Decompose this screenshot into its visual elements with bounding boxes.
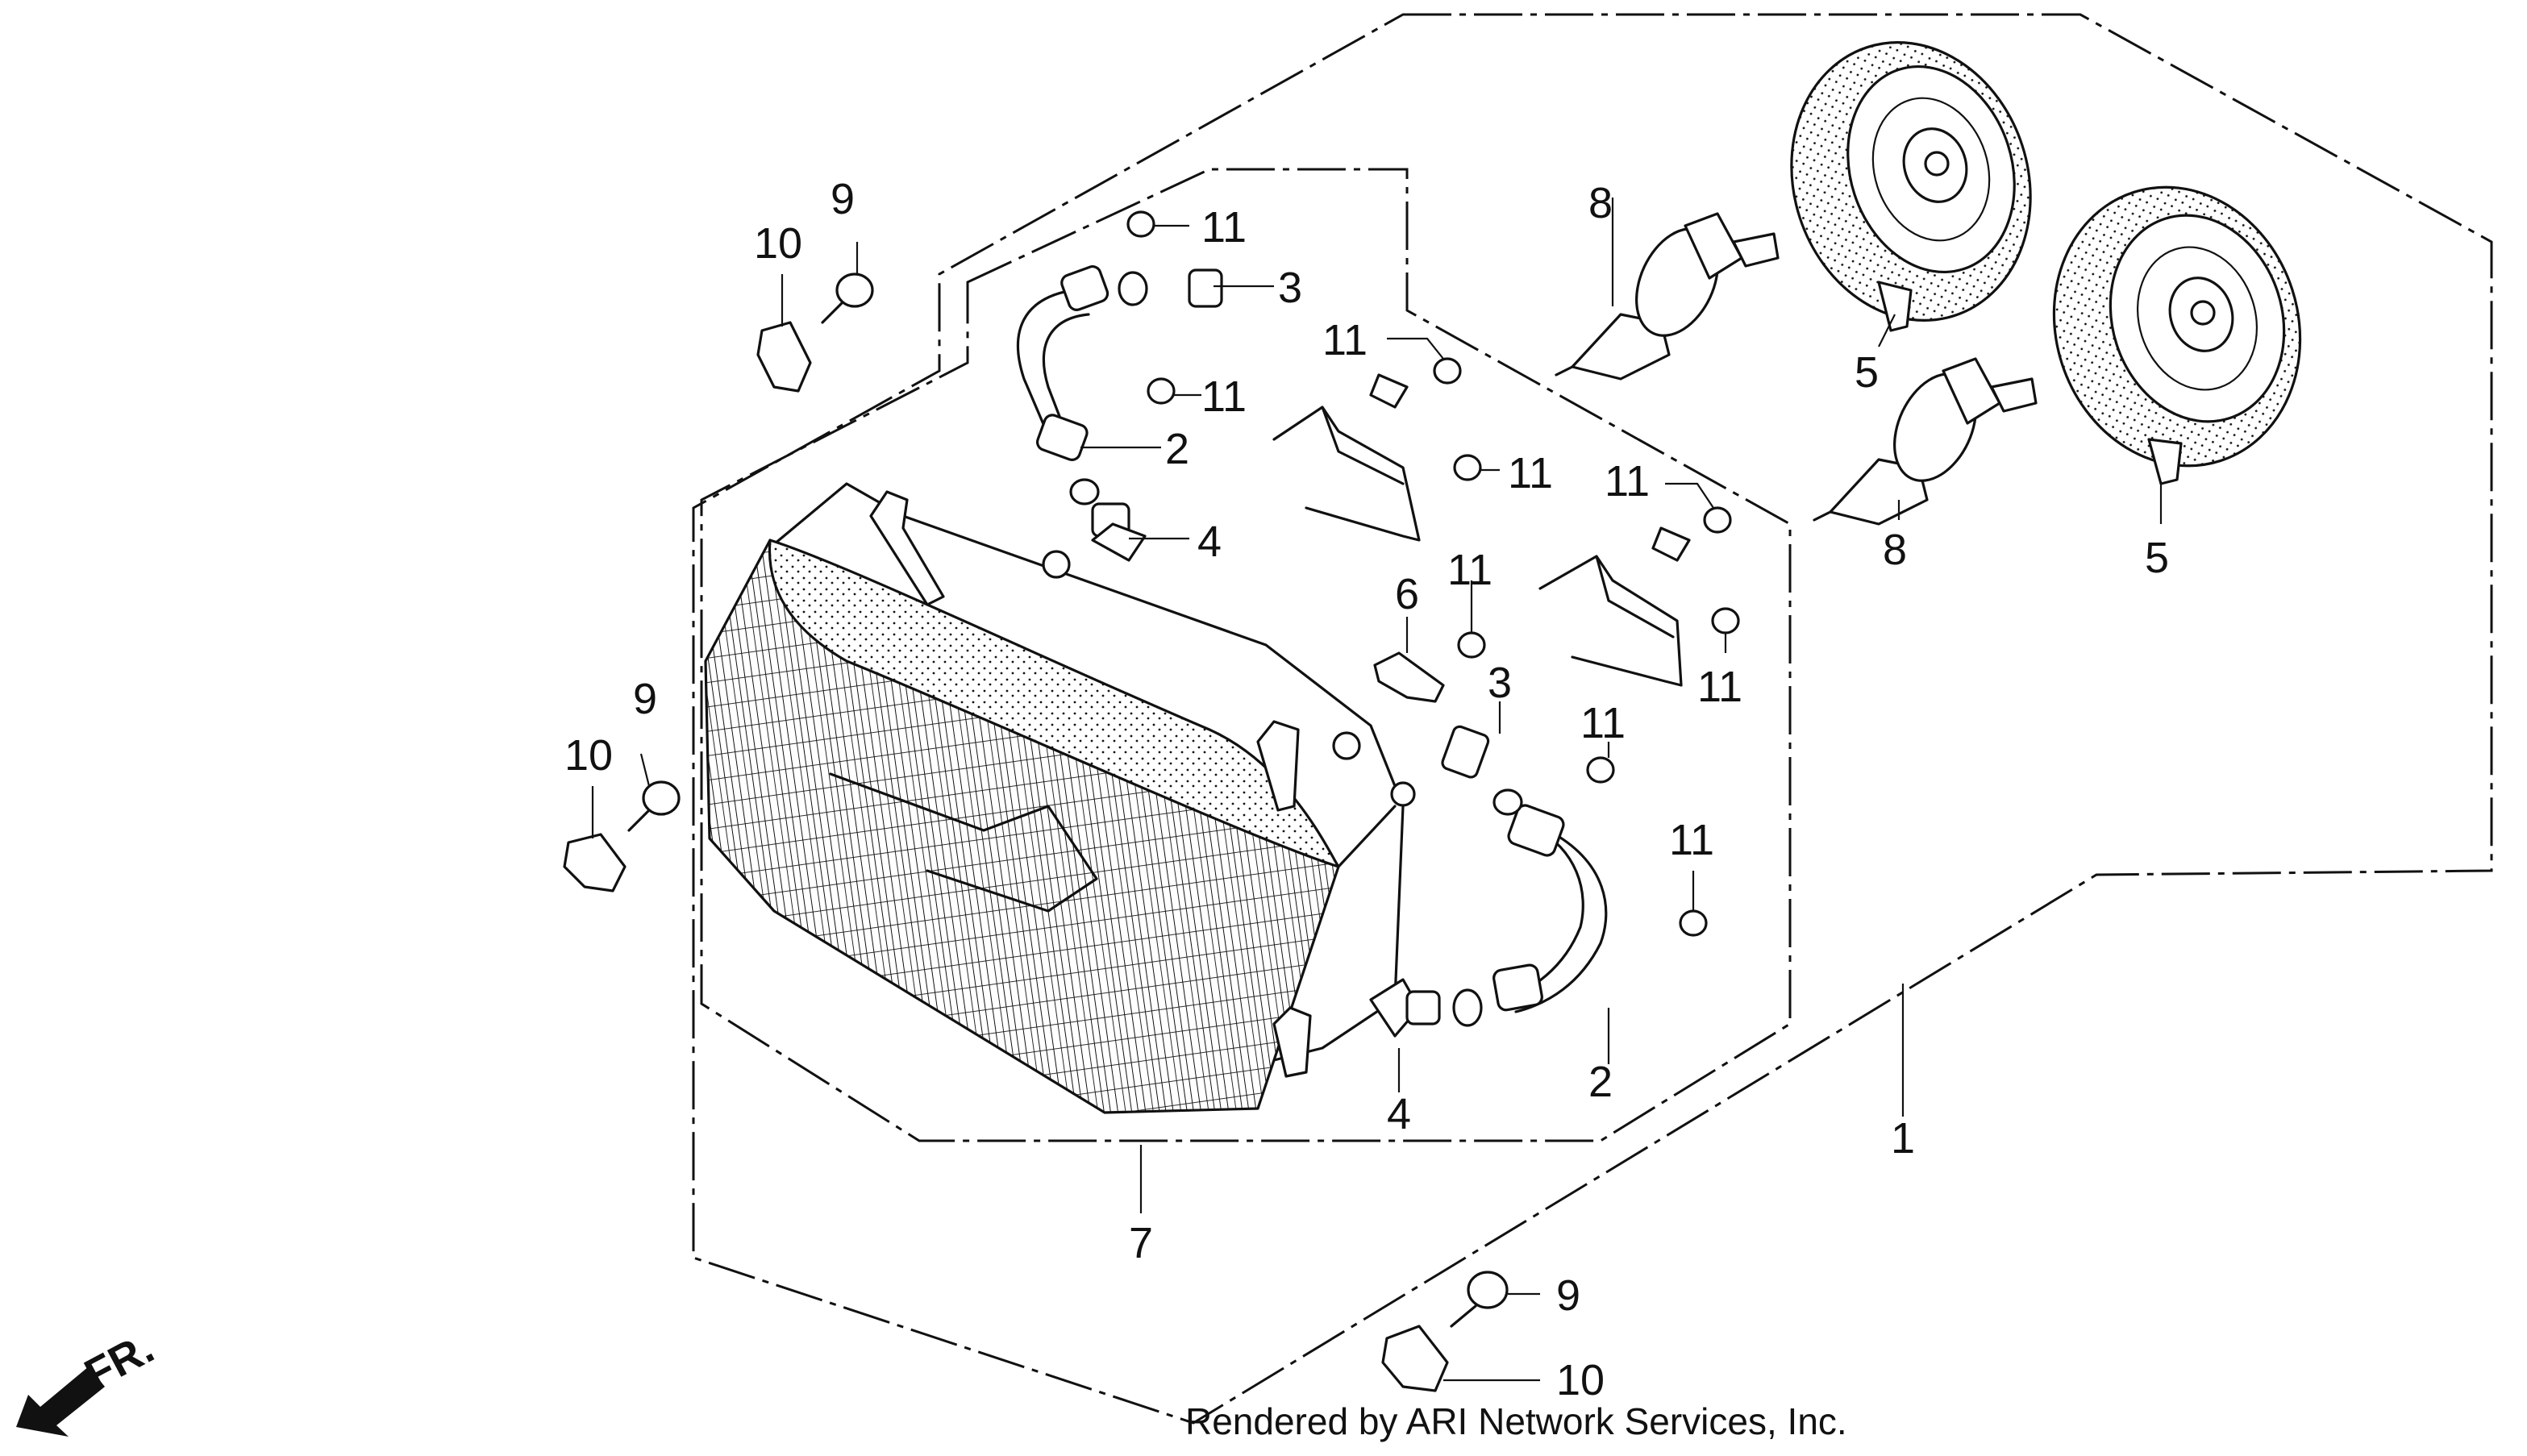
adjuster-nut-upper [1069,478,1147,562]
callout-5-lower: 5 [2145,534,2169,582]
screws-11 [1126,210,1740,937]
callout-4-upper: 4 [1197,518,1222,566]
callout-11-c: 11 [1322,316,1368,364]
bulb-lower [1813,357,2038,526]
callout-10-b: 10 [564,731,613,780]
callout-2-upper: 2 [1165,425,1189,473]
assembly-7-boundary [700,168,1792,1142]
callout-9-c: 9 [1556,1271,1580,1320]
callout-7: 7 [1129,1219,1153,1267]
callout-11-e: 11 [1447,546,1492,594]
callout-3-lower: 3 [1488,659,1512,707]
bulb-upper [1555,212,1780,381]
bolt-9-b [627,780,681,832]
bracket-6 [1373,651,1445,703]
callout-9-b: 9 [633,675,657,723]
front-direction-arrow: FR. [16,1324,161,1437]
callout-3-upper: 3 [1278,264,1302,312]
clip-10-c [1381,1325,1449,1392]
reflector-cap-lower [2052,185,2302,485]
callout-10-a: 10 [754,219,802,268]
callout-11-f: 11 [1605,457,1650,505]
bolt-9-c [1450,1271,1509,1328]
retainer-spring-lower [1538,555,1683,687]
clip-10-b [563,833,627,892]
footer-credit: Rendered by ARI Network Services, Inc. [1185,1400,1847,1442]
callout-11-d: 11 [1508,449,1553,497]
adjuster-nut-lower [1369,978,1483,1038]
reflector-cap-upper [1790,41,2032,332]
socket-harness-upper [1016,289,1090,441]
retainer-spring-upper [1272,406,1421,542]
adjuster-screw-lower [1441,725,1523,816]
callout-11-h: 11 [1580,699,1626,747]
callout-4-lower: 4 [1387,1090,1411,1138]
callout-1: 1 [1891,1114,1915,1163]
leader-lines [591,198,2163,1382]
callout-8-lower: 8 [1883,526,1907,574]
assembly-1-boundary [692,13,2493,1425]
callout-11-g: 11 [1697,663,1742,711]
bolt-9-a [821,272,874,324]
callout-6: 6 [1395,570,1419,618]
adjuster-screw-upper [1118,268,1223,308]
callout-2-lower: 2 [1588,1058,1613,1106]
callout-8-upper: 8 [1588,179,1613,227]
clip-10-a [756,321,812,393]
callout-11-b: 11 [1201,372,1247,421]
callout-5-upper: 5 [1855,348,1879,397]
callout-10-c: 10 [1556,1356,1605,1404]
callout-11-a: 11 [1201,203,1247,252]
callout-9-a: 9 [831,175,855,223]
callout-11-i: 11 [1669,816,1714,864]
headlight-lens-assembly [704,482,1416,1114]
